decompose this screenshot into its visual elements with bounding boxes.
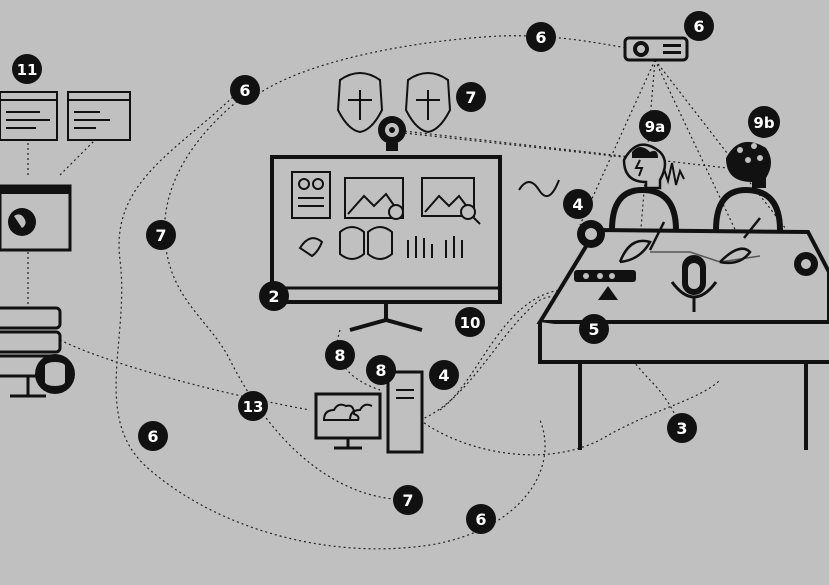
label-9b: 9b xyxy=(748,106,780,138)
webcam-icon xyxy=(378,116,406,151)
label-6: 6 xyxy=(138,421,168,451)
label-10-text: 10 xyxy=(460,314,481,332)
label-11: 11 xyxy=(12,54,42,84)
label-7: 7 xyxy=(146,220,176,250)
face-mesh-icon xyxy=(336,72,452,134)
label-5: 5 xyxy=(579,314,609,344)
label-7-text: 7 xyxy=(402,491,413,510)
label-3-text: 3 xyxy=(676,419,687,438)
label-9a-text: 9a xyxy=(645,118,666,136)
webcam-icon xyxy=(577,220,818,276)
label-13: 13 xyxy=(238,391,268,421)
label-4-text: 4 xyxy=(438,366,449,385)
label-8: 8 xyxy=(366,355,396,385)
cloud-sync-icon xyxy=(322,403,373,421)
pen-icon xyxy=(618,217,761,265)
storm-head-icon xyxy=(622,143,667,190)
document-icon xyxy=(291,171,331,219)
label-10: 10 xyxy=(455,307,485,337)
label-6-text: 6 xyxy=(475,510,486,529)
label-13-text: 13 xyxy=(243,398,264,416)
label-9b-text: 9b xyxy=(753,114,774,132)
label-6-text: 6 xyxy=(239,81,250,100)
label-9a: 9a xyxy=(639,110,671,142)
label-11-text: 11 xyxy=(17,61,38,79)
image-search-icon xyxy=(421,177,481,225)
label-6: 6 xyxy=(230,75,260,105)
label-4-text: 4 xyxy=(572,195,583,214)
microphone-icon xyxy=(670,255,718,312)
globe-browser xyxy=(0,184,72,252)
label-2-text: 2 xyxy=(268,287,279,306)
label-6: 6 xyxy=(466,504,496,534)
gesture-icon xyxy=(298,226,463,260)
desktop-pc-icon xyxy=(314,370,424,454)
image-icon xyxy=(344,177,404,220)
label-6-text: 6 xyxy=(535,28,546,47)
label-2: 2 xyxy=(259,281,289,311)
signal-icon xyxy=(518,179,560,198)
monitor-icon xyxy=(270,155,502,332)
number-labels: 6 6 6 6 6 11 7 7 7 9a 9b 4 4 2 10 5 8 8 … xyxy=(12,11,780,534)
projector-icon xyxy=(623,36,689,62)
label-6-text: 6 xyxy=(693,17,704,36)
label-5-text: 5 xyxy=(588,320,599,339)
label-7: 7 xyxy=(456,82,486,112)
brain-network-icon xyxy=(726,141,771,188)
label-8-text: 8 xyxy=(375,361,386,380)
chairs xyxy=(609,186,783,231)
label-4: 4 xyxy=(563,189,593,219)
label-8-text: 8 xyxy=(334,346,345,365)
label-3: 3 xyxy=(667,413,697,443)
browser-window-icon xyxy=(0,91,131,141)
label-6-text: 6 xyxy=(147,427,158,446)
label-6: 6 xyxy=(684,11,714,41)
database-icon xyxy=(35,354,75,394)
label-7: 7 xyxy=(393,485,423,515)
label-7-text: 7 xyxy=(465,88,476,107)
label-4: 4 xyxy=(429,360,459,390)
label-6: 6 xyxy=(526,22,556,52)
label-8: 8 xyxy=(325,340,355,370)
label-7-text: 7 xyxy=(155,226,166,245)
